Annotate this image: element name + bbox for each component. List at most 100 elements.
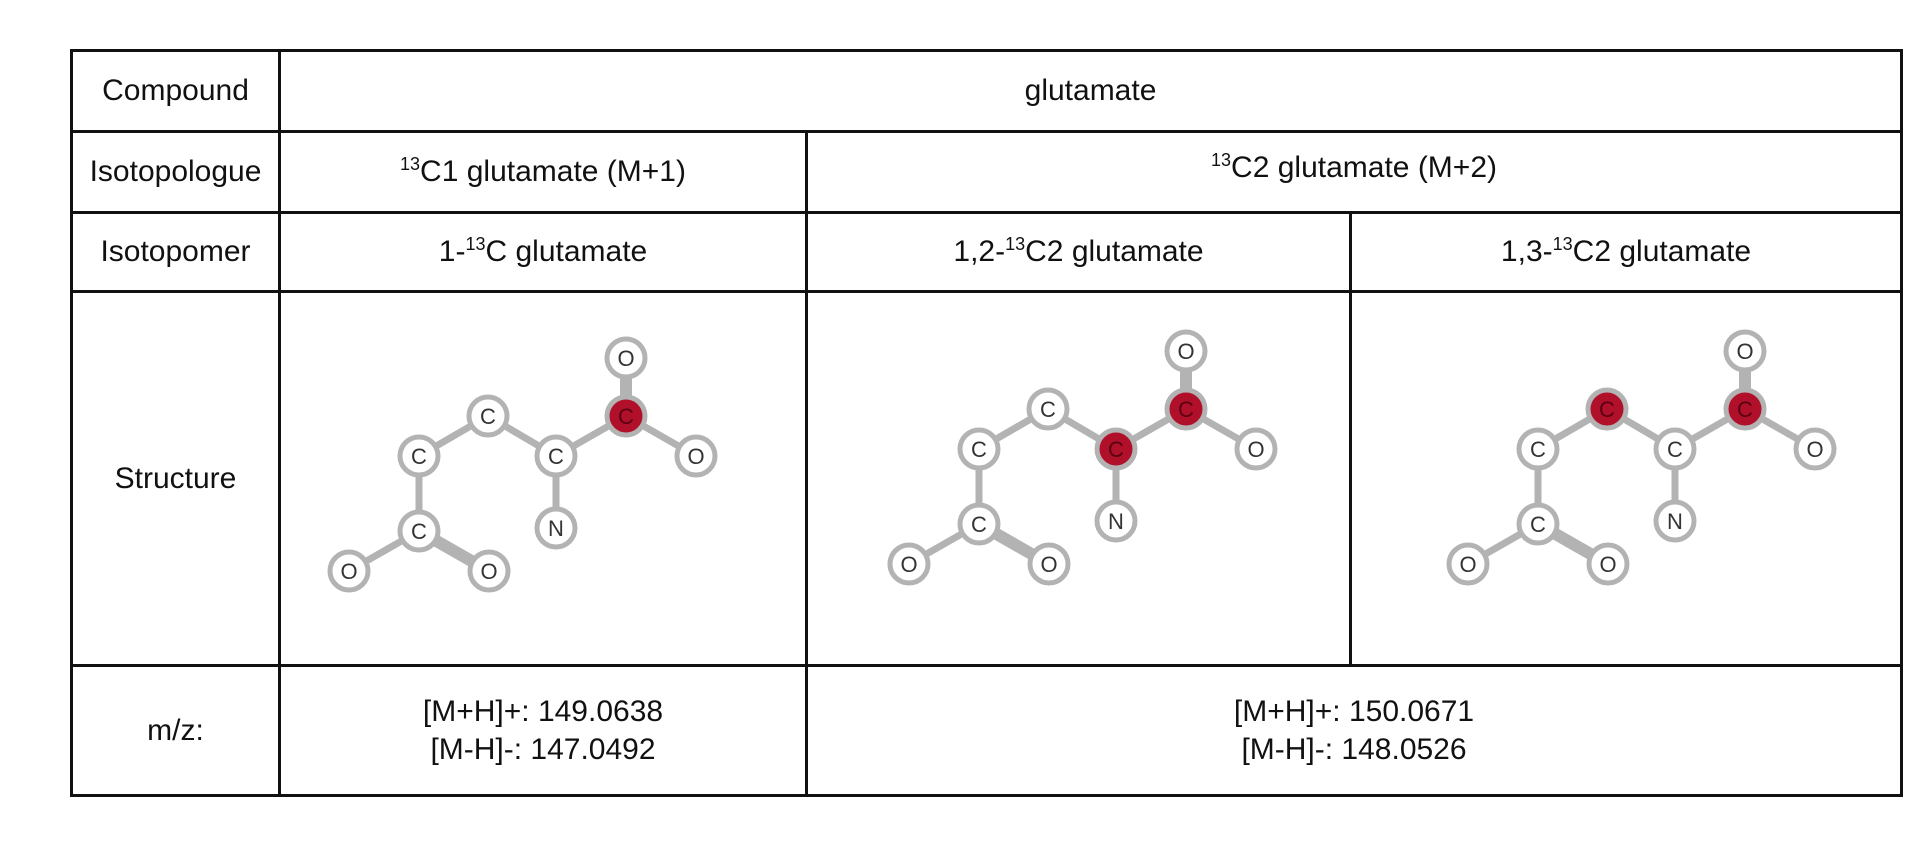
atom-label: O [1599,552,1616,577]
compound-name: glutamate [277,49,1904,133]
carbon-atom: C [1516,427,1560,470]
carbon-atom: C [1026,387,1070,430]
isotopologue-m2: 13C2 glutamate (M+2) [804,130,1904,214]
isotopomer-row: Isotopomer 1-13C glutamate 1,2-13C2 glut… [70,211,1904,293]
isotopomer-c-prefix: 1,3- [1500,235,1553,269]
isotope-superscript: 13 [1211,150,1232,170]
mz-m1-negative: [M-H]-: 147.0492 [430,732,656,766]
atom-label: C [1737,397,1753,422]
atom-circle [534,434,578,477]
oxygen-atom: O [327,549,371,592]
atom-label: C [411,519,427,544]
isotope-superscript: 13 [1552,234,1573,255]
atom-circle [1094,499,1138,542]
isotopomer-b-prefix: 1,2- [953,235,1006,269]
nitrogen-atom: N [534,506,578,549]
atom-label: O [1177,339,1194,364]
oxygen-atom: O [887,542,931,585]
atom-circle [1723,387,1767,430]
oxygen-atom: O [1234,427,1278,470]
oxygen-atom: O [1164,329,1208,372]
atom-label: N [548,516,564,541]
molecule-structure-c: O C O C N C C C O O [1446,329,1837,585]
atom-label: C [618,404,634,429]
atom-label: C [971,437,987,462]
structure-header: Structure [70,290,281,667]
mz-m1-positive: [M+H]+: 149.0638 [422,695,664,728]
isotopomer-table: Compound glutamate Isotopologue 13C1 glu… [70,49,1904,797]
atom-circle [674,434,718,477]
atom-circle [327,549,371,592]
nitrogen-atom: N [1653,499,1697,542]
atom-label: N [1667,509,1683,534]
atom-circle [534,506,578,549]
atom-label: O [1459,552,1476,577]
atom-label: C [1667,437,1683,462]
atom-circle [1027,542,1071,585]
oxygen-atom: O [1793,427,1837,470]
isotopomer-c-label: C2 glutamate [1572,235,1752,269]
atom-circle [1516,502,1560,545]
oxygen-atom: O [1723,329,1767,372]
compound-row: Compound glutamate [70,49,1904,133]
atom-circle [1446,542,1490,585]
atom-circle [957,502,1001,545]
isotopologue-header: Isotopologue [70,130,281,214]
carbon-atom: C [957,502,1001,545]
carbon-atom: C [1516,502,1560,545]
atom-circle [466,394,510,437]
atom-circle [1164,387,1208,430]
atom-circle [1516,427,1560,470]
atom-label: O [480,559,497,584]
mz-m1: [M+H]+: 149.0638 [M-H]-: 147.0492 [278,664,808,797]
atom-circle [1586,542,1630,585]
isotope-superscript: 13 [465,234,486,255]
isotopologue-m1-label: C1 glutamate (M+1) [420,155,686,189]
isotopomer-b-label: C2 glutamate [1025,235,1204,269]
labeled-13c-carbon-atom: C [1094,427,1138,470]
carbon-atom: C [397,509,441,552]
atom-circle [1585,387,1629,430]
mz-row: m/z: [M+H]+: 149.0638 [M-H]-: 147.0492 [… [70,664,1904,797]
atom-circle [397,509,441,552]
labeled-13c-carbon-atom: C [1723,387,1767,430]
isotopomer-a-prefix: 1- [438,235,466,269]
structure-cell-c: O C O C N C C C O O [1348,290,1904,667]
atom-circle [1653,427,1697,470]
atom-label: C [411,444,427,469]
isotopomer-a-label: C glutamate [485,235,648,269]
atoms: O C O C N C C C O O [1446,329,1837,585]
isotopologue-m2-label: C2 glutamate (M+2) [1231,151,1497,184]
atom-label: C [480,404,496,429]
atom-label: O [1736,339,1753,364]
oxygen-atom: O [1586,542,1630,585]
mz-m2-negative: [M-H]-: 148.0526 [1241,732,1467,766]
oxygen-atom: O [467,549,511,592]
isotopologue-row: Isotopologue 13C1 glutamate (M+1) 13C2 g… [70,130,1904,214]
oxygen-atom: O [1027,542,1071,585]
atom-label: C [1040,397,1056,422]
carbon-atom: C [466,394,510,437]
isotopomer-a: 1-13C glutamate [278,211,808,293]
atom-label: C [1599,397,1615,422]
isotope-superscript: 13 [1005,234,1026,255]
mz-m2-positive: [M+H]+: 150.0671 [1233,695,1475,728]
atom-label: O [900,552,917,577]
atom-label: C [1530,437,1546,462]
carbon-atom: C [957,427,1001,470]
oxygen-atom: O [674,434,718,477]
atom-circle [397,434,441,477]
atom-label: O [617,346,634,371]
atom-label: C [1108,437,1124,462]
atom-circle [957,427,1001,470]
atom-circle [1793,427,1837,470]
carbon-atom: C [1653,427,1697,470]
compound-header: Compound [70,49,281,133]
atom-circle [1164,329,1208,372]
isotope-superscript: 13 [400,154,421,175]
mz-header: m/z: [70,664,281,797]
